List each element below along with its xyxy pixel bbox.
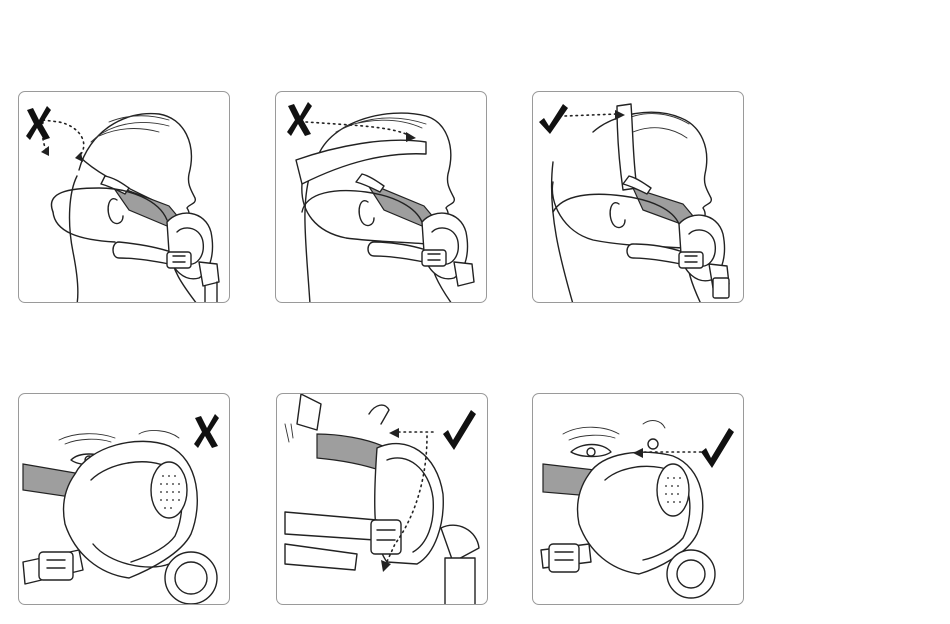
vent-panel bbox=[151, 462, 187, 518]
elbow-connector bbox=[454, 262, 474, 286]
eye-right bbox=[648, 439, 658, 449]
fitting-panel-side-incorrect-low bbox=[18, 91, 230, 303]
cross-mark-icon bbox=[287, 102, 312, 136]
elbow-ring bbox=[165, 552, 217, 604]
check-mark-icon bbox=[443, 410, 476, 450]
lower-strap bbox=[285, 512, 377, 540]
elbow-ring bbox=[667, 550, 715, 598]
check-mark-icon bbox=[539, 104, 568, 134]
mask-side-illustration bbox=[533, 92, 744, 303]
cross-mark-icon bbox=[194, 414, 219, 448]
upper-strap bbox=[633, 188, 693, 224]
hand bbox=[297, 394, 321, 430]
headgear-clip bbox=[679, 252, 703, 268]
ear bbox=[108, 199, 123, 224]
hair-lines bbox=[91, 116, 169, 142]
lower-strap bbox=[368, 242, 426, 262]
elbow-connector bbox=[441, 525, 479, 562]
fitting-panel-side-correct bbox=[532, 91, 744, 303]
headgear-clip bbox=[39, 552, 73, 580]
headgear-clip bbox=[167, 252, 191, 268]
vent-panel bbox=[657, 464, 689, 516]
cross-mark-icon bbox=[26, 106, 51, 140]
eyebrow bbox=[563, 427, 619, 440]
mask-side-illustration bbox=[276, 92, 487, 303]
fitting-panel-front-correct bbox=[532, 393, 744, 605]
mask-closeup-illustration bbox=[277, 394, 488, 605]
fitting-panel-front-incorrect bbox=[18, 393, 230, 605]
ear bbox=[359, 201, 374, 226]
ear bbox=[610, 203, 625, 228]
headgear-clip bbox=[371, 520, 401, 554]
mask-front-illustration bbox=[19, 394, 230, 605]
mask-side-illustration bbox=[19, 92, 230, 303]
headgear-clip bbox=[422, 250, 446, 266]
mask-front-illustration bbox=[533, 394, 744, 605]
elbow-connector bbox=[199, 262, 219, 286]
eye bbox=[571, 445, 611, 457]
eyebrow bbox=[59, 434, 115, 444]
headgear-clip bbox=[549, 544, 579, 572]
lower-strap bbox=[113, 242, 171, 264]
fitting-panel-side-incorrect-high bbox=[275, 91, 487, 303]
check-mark-icon bbox=[701, 428, 734, 468]
fitting-panel-closeup-correct bbox=[276, 393, 488, 605]
